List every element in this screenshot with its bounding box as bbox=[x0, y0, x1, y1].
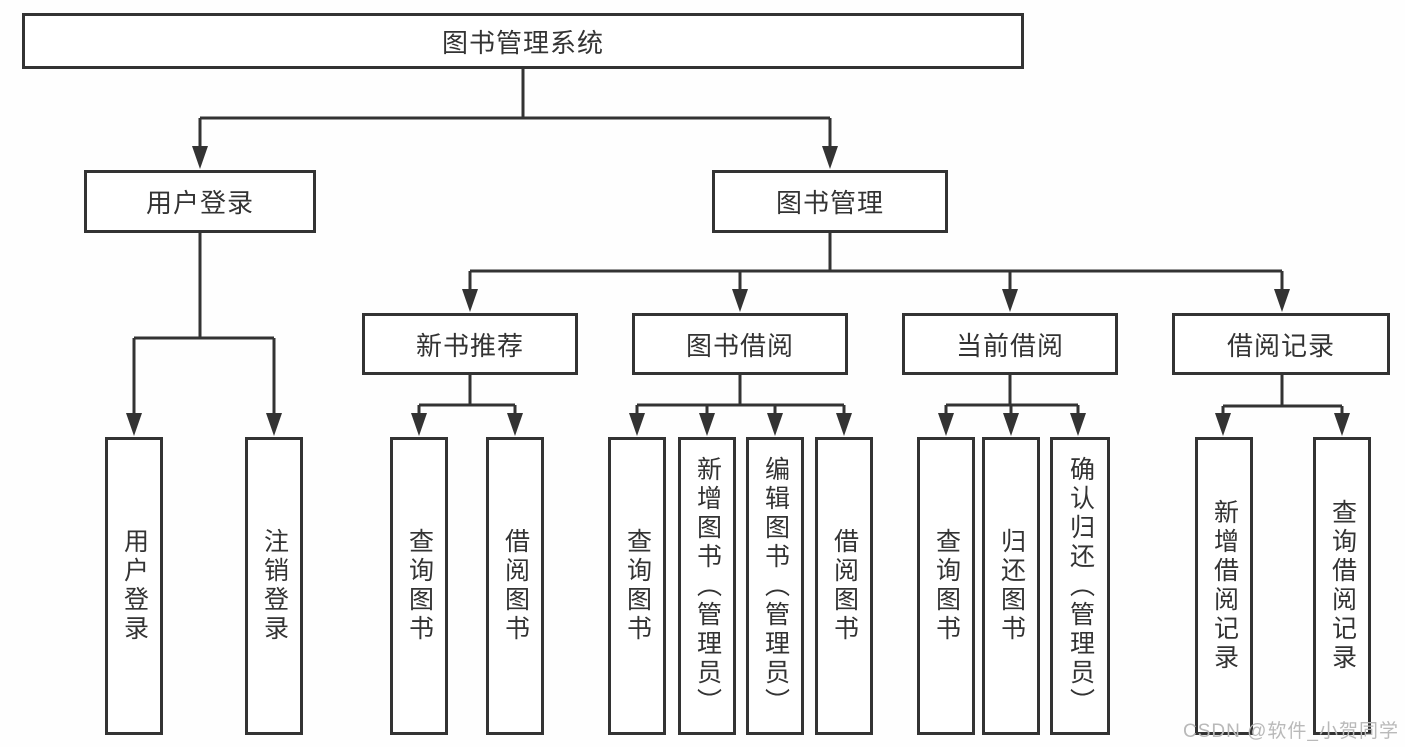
leaf-return-books: 归还图书 bbox=[982, 437, 1040, 735]
leaf-add-borrow-record: 新增借阅记录 bbox=[1195, 437, 1253, 735]
node-borrow-records: 借阅记录 bbox=[1172, 313, 1390, 375]
node-book-borrow: 图书借阅 bbox=[632, 313, 848, 375]
leaf-user-login: 用户登录 bbox=[105, 437, 163, 735]
leaf-edit-books-admin: 编辑图书（管理员） bbox=[746, 437, 804, 735]
node-new-book-recommend: 新书推荐 bbox=[362, 313, 578, 375]
leaf-query-books-current: 查询图书 bbox=[917, 437, 975, 735]
node-root-system: 图书管理系统 bbox=[22, 13, 1024, 69]
leaf-borrow-books: 借阅图书 bbox=[815, 437, 873, 735]
leaf-query-books-recommend: 查询图书 bbox=[390, 437, 448, 735]
leaf-query-borrow-record: 查询借阅记录 bbox=[1313, 437, 1371, 735]
node-book-management: 图书管理 bbox=[712, 170, 948, 233]
leaf-add-books-admin: 新增图书（管理员） bbox=[678, 437, 736, 735]
leaf-logout: 注销登录 bbox=[245, 437, 303, 735]
watermark: CSDN @软件_小贺同学 bbox=[1183, 721, 1399, 742]
leaf-query-books-borrow: 查询图书 bbox=[608, 437, 666, 735]
leaf-confirm-return-admin: 确认归还（管理员） bbox=[1050, 437, 1110, 735]
leaf-borrow-books-recommend: 借阅图书 bbox=[486, 437, 544, 735]
node-current-borrow: 当前借阅 bbox=[902, 313, 1118, 375]
node-user-login: 用户登录 bbox=[84, 170, 316, 233]
